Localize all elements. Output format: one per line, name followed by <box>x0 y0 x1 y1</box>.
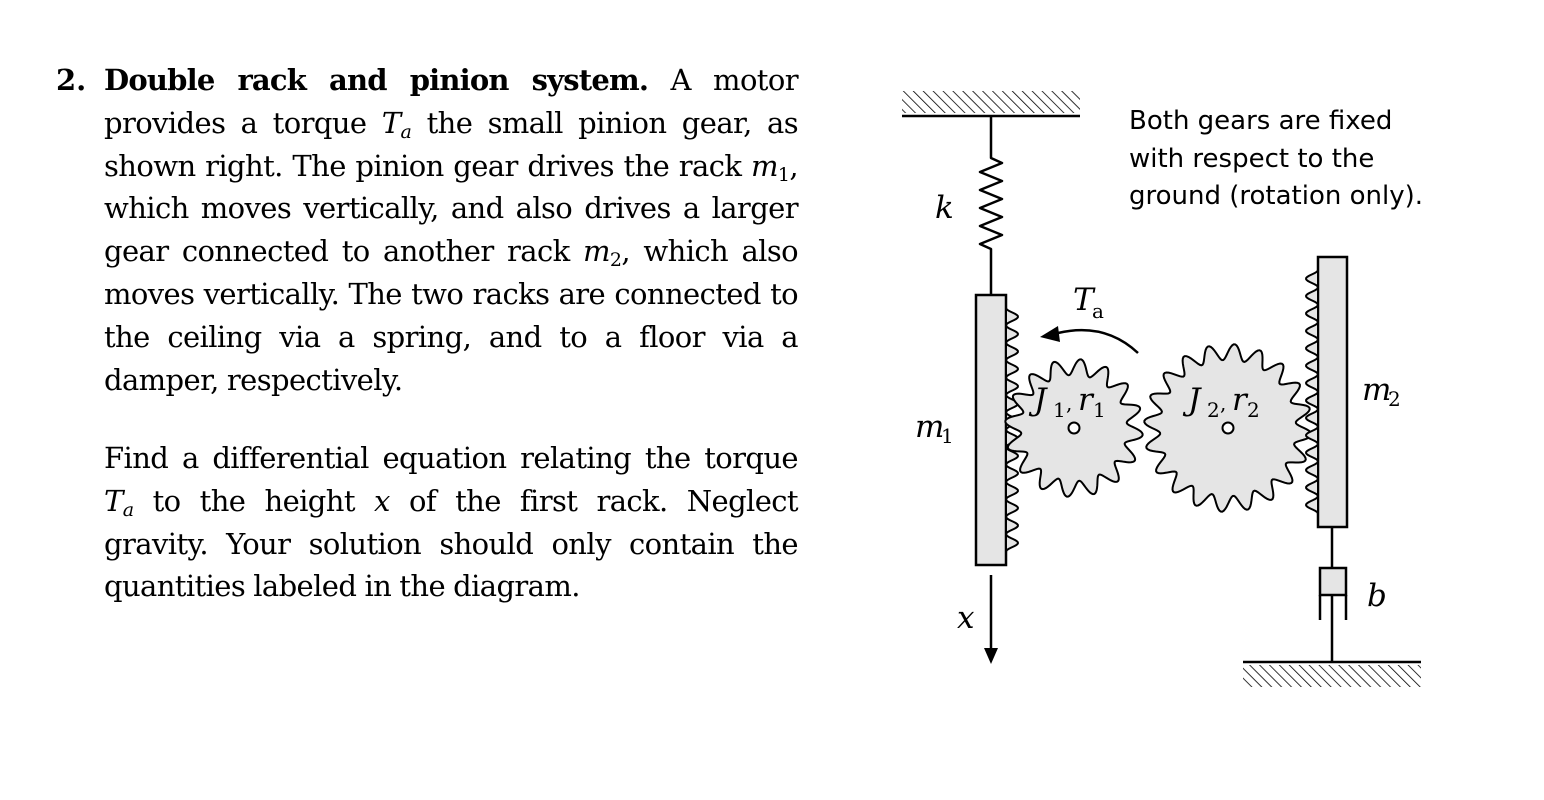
symbol-torque-sub-a: a <box>400 120 412 143</box>
label-m2-sub: 2 <box>1388 387 1401 411</box>
pinion-gear-j1 <box>1004 358 1144 498</box>
question-part-2: to the height <box>152 483 356 518</box>
symbol-mass-m1: m <box>750 148 779 183</box>
problem-statement: 2. Double rack and pinion system. A moto… <box>56 59 799 608</box>
symbol-mass-m2-sub: 2 <box>609 248 622 271</box>
label-torque-sub-a: a <box>1092 299 1104 323</box>
damper-b <box>1318 527 1348 662</box>
label-torque-T: T <box>1073 282 1096 318</box>
question-part-3: of the first rack. Neglect gravity. Your… <box>104 483 799 604</box>
symbol-mass-m1-sub: 1 <box>777 163 790 186</box>
note-line-1: Both gears are fixed <box>1129 106 1392 136</box>
large-gear-j2 <box>1143 343 1313 513</box>
problem-number: 2. <box>56 63 87 97</box>
label-r1-sub: 1 <box>1093 398 1106 422</box>
question-part-1: Find a differential equation relating th… <box>104 441 799 475</box>
label-x: x <box>957 600 975 636</box>
description-part-4: , which also moves vertically. The two r… <box>104 234 799 397</box>
label-r2-sub: 2 <box>1247 398 1260 422</box>
label-j2-comma: , <box>1220 391 1226 415</box>
label-b: b <box>1367 578 1387 614</box>
gears-fixed-note: Both gears are fixed with respect to the… <box>1129 106 1423 211</box>
spring-k <box>978 116 1004 295</box>
label-j2-sub: 2 <box>1207 398 1220 422</box>
symbol-mass-m2: m <box>582 234 611 269</box>
label-r1: r <box>1078 382 1095 418</box>
label-m1: m <box>915 409 944 445</box>
displacement-x-arrow <box>984 575 998 664</box>
note-line-2: with respect to the <box>1129 144 1374 174</box>
symbol-torque-T: T <box>381 105 401 140</box>
problem-question: Find a differential equation relating th… <box>104 437 799 608</box>
label-r2: r <box>1232 382 1249 418</box>
label-j1-sub: 1 <box>1053 398 1066 422</box>
label-j1-comma: , <box>1066 391 1072 415</box>
label-j1-r1: J 1 , r 1 <box>1028 382 1106 422</box>
description-part-3: , which moves vertically, and also drive… <box>104 148 799 269</box>
symbol-height-x: x <box>374 483 390 518</box>
floor-ground <box>1243 660 1421 687</box>
ceiling-ground <box>902 91 1080 118</box>
label-k: k <box>935 190 954 226</box>
rack-m2 <box>1304 255 1349 529</box>
note-line-3: ground (rotation only). <box>1129 181 1423 211</box>
description-part-2: the small pinion gear, as shown right. T… <box>104 105 799 183</box>
rack-m1 <box>974 293 1020 567</box>
problem-title: Double rack and pinion system. <box>104 63 649 97</box>
label-m1-sub: 1 <box>941 424 954 448</box>
problem-description: Double rack and pinion system. A motor p… <box>104 59 799 401</box>
torque-arrow <box>1040 326 1139 354</box>
symbol-torque-T-2: T <box>104 483 123 518</box>
description-part-1: A motor provides a torque <box>104 63 799 140</box>
label-m2: m <box>1362 372 1391 408</box>
symbol-torque-sub-a-2: a <box>122 498 134 521</box>
